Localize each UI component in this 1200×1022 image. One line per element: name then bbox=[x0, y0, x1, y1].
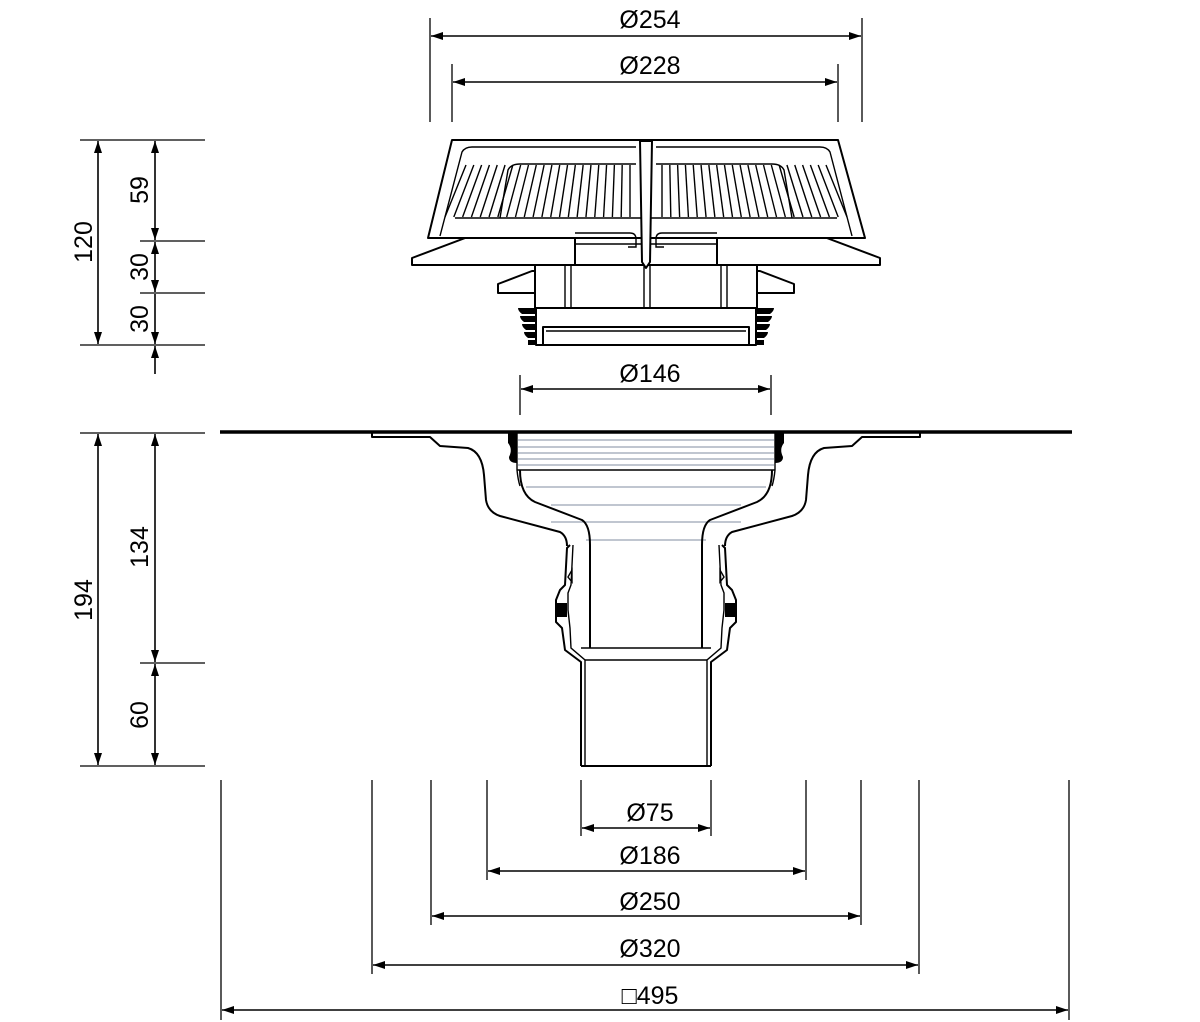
grate-rib bbox=[809, 164, 831, 218]
grate-rib bbox=[550, 164, 561, 218]
label-d254: Ø254 bbox=[619, 6, 680, 34]
label-495: □495 bbox=[622, 982, 679, 1010]
grate-rib bbox=[558, 164, 569, 218]
label-d250: Ø250 bbox=[619, 888, 680, 916]
label-d186: Ø186 bbox=[619, 842, 680, 870]
grate-rib bbox=[786, 164, 804, 218]
grate-rib bbox=[479, 164, 498, 218]
label-d320: Ø320 bbox=[619, 935, 680, 963]
grate-rib bbox=[731, 164, 742, 218]
grate-rib bbox=[739, 164, 751, 218]
grate-rib bbox=[801, 164, 822, 218]
grate-rib bbox=[825, 164, 848, 218]
grate-rib bbox=[676, 164, 681, 218]
grate-rib bbox=[700, 164, 707, 218]
grate-rib bbox=[611, 164, 616, 218]
grate-rib bbox=[692, 164, 698, 218]
label-h59: 59 bbox=[126, 176, 154, 204]
grate-rib bbox=[444, 164, 467, 218]
grate-rib bbox=[723, 164, 734, 218]
dim-186: Ø186 bbox=[486, 780, 807, 880]
label-h30-mid: 30 bbox=[126, 253, 154, 281]
grate-rib bbox=[576, 164, 584, 218]
grate-rib bbox=[762, 164, 778, 218]
dim-320: Ø320 bbox=[371, 780, 920, 974]
dim-grate-inner: Ø228 bbox=[451, 52, 839, 122]
grate-rib bbox=[708, 164, 716, 218]
grate-rib bbox=[453, 164, 475, 218]
label-h120: 120 bbox=[70, 221, 98, 263]
grate-rib bbox=[684, 164, 690, 218]
grate-rib bbox=[747, 164, 760, 218]
grate-rib bbox=[715, 164, 725, 218]
grate-rib bbox=[817, 164, 839, 218]
dim-250: Ø250 bbox=[430, 780, 862, 925]
grate-rib bbox=[594, 164, 600, 218]
grate-rib bbox=[505, 164, 522, 218]
grate-rib bbox=[514, 164, 530, 218]
label-d75: Ø75 bbox=[626, 799, 673, 827]
grate-rib bbox=[794, 164, 813, 218]
label-h30-lower: 30 bbox=[126, 305, 154, 333]
grate-ribs bbox=[444, 164, 848, 218]
grate-assembly bbox=[411, 139, 881, 346]
grate-rib bbox=[523, 164, 537, 218]
grate-rib bbox=[620, 164, 623, 218]
label-h194: 194 bbox=[70, 579, 98, 621]
label-h134: 134 bbox=[126, 526, 154, 568]
grate-rib bbox=[585, 164, 592, 218]
dim-spigot: Ø146 bbox=[519, 360, 772, 415]
grate-rib bbox=[669, 164, 672, 218]
grate-rib bbox=[470, 164, 491, 218]
grate-rib bbox=[461, 164, 483, 218]
dim-upper-heights: 120 59 30 30 bbox=[70, 139, 205, 374]
grate-rib bbox=[532, 164, 545, 218]
grate-rib bbox=[541, 164, 553, 218]
label-h60: 60 bbox=[126, 701, 154, 729]
drain-body bbox=[220, 430, 1072, 767]
label-d228: Ø228 bbox=[619, 52, 680, 80]
grate-rib bbox=[770, 164, 787, 218]
grate-rib bbox=[497, 164, 514, 218]
grate-rib bbox=[488, 164, 506, 218]
label-d146: Ø146 bbox=[619, 360, 680, 388]
grate-rib bbox=[755, 164, 769, 218]
grate-rib bbox=[778, 164, 795, 218]
dim-grate-outer: Ø254 bbox=[429, 6, 863, 122]
grate-rib bbox=[567, 164, 577, 218]
dim-495: □495 bbox=[220, 780, 1070, 1020]
grate-rib bbox=[602, 164, 608, 218]
dim-lower-heights: 194 134 60 bbox=[70, 432, 205, 767]
dim-outlet: Ø75 bbox=[580, 780, 712, 836]
